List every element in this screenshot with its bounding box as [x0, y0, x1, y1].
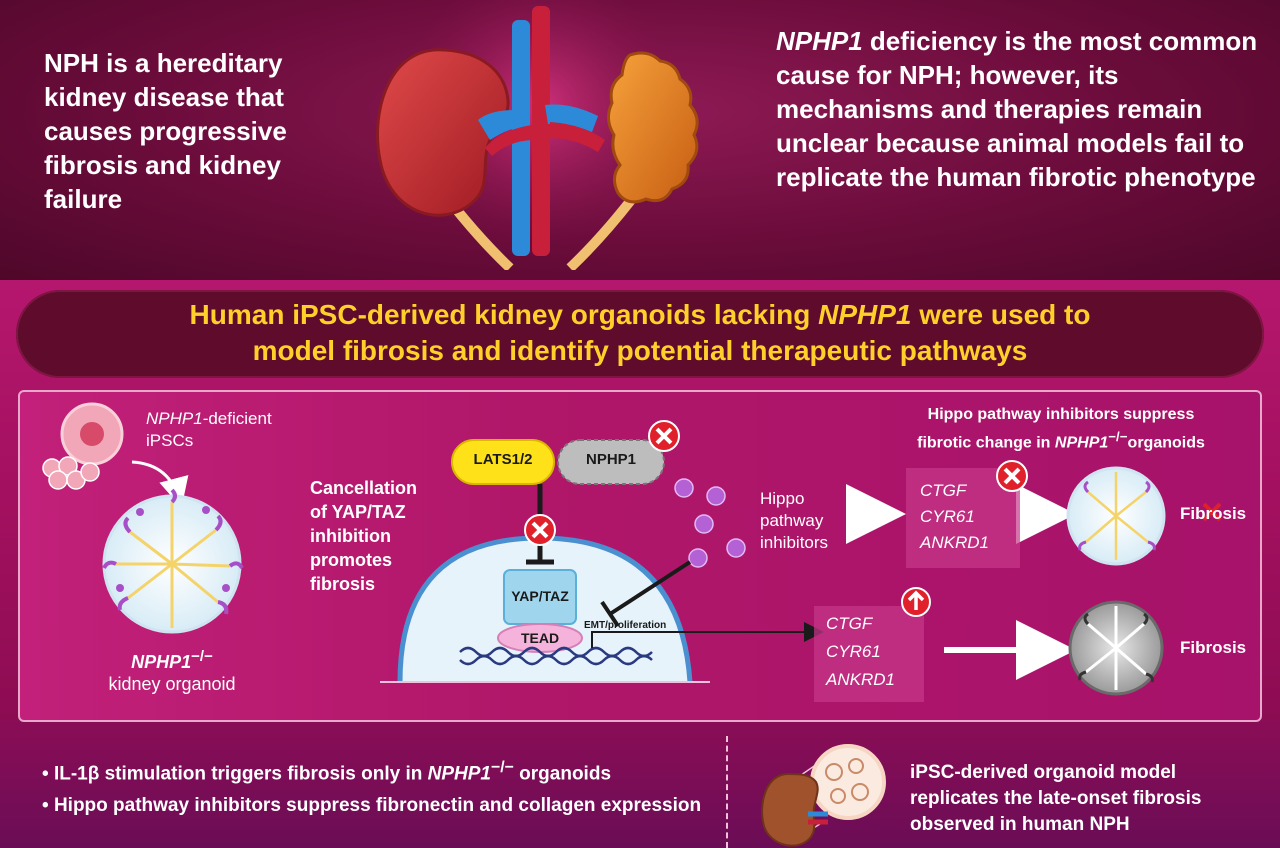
hippo-line: Hippo [760, 489, 805, 508]
fibrotic-kidney-icon [607, 51, 699, 204]
emt-label: EMT/proliferation [584, 620, 667, 631]
gene-item: ANKRD1 [826, 670, 895, 689]
mechanism-diagram [42, 402, 1222, 702]
intro-right-text: NPHP1 deficiency is the most common caus… [776, 24, 1266, 194]
suppress-title-end: organoids [1127, 434, 1205, 452]
findings-list: • IL-1β stimulation triggers fibrosis on… [42, 756, 712, 826]
banner-line-1-start: Human iPSC-derived kidney organoids lack… [189, 299, 819, 330]
cancellation-line: inhibition [310, 526, 391, 546]
emt-arrow [591, 622, 824, 648]
finding-2: Hippo pathway inhibitors suppress fibron… [53, 795, 702, 817]
fibrosis-label-top: Fibrosis [1180, 504, 1247, 523]
hippo-inhibitors-text: Hippo pathway inhibitors [760, 488, 828, 554]
suppress-title: Hippo pathway inhibitors suppress fibrot… [866, 404, 1256, 454]
gene-list-top: CTGF CYR61 ANKRD1 [920, 478, 989, 556]
banner-line-1: Human iPSC-derived kidney organoids lack… [16, 297, 1264, 333]
gene-name: NPHP1 [146, 409, 203, 428]
organoid-caption: NPHP1−/− kidney organoid [80, 646, 264, 695]
organoid-icon [102, 488, 244, 634]
gene-list-bottom: CTGF CYR61 ANKRD1 [826, 610, 895, 694]
gene-name: NPHP1 [1054, 434, 1109, 452]
gene-name: NPHP1 [131, 652, 192, 672]
study-banner: Human iPSC-derived kidney organoids lack… [16, 290, 1264, 378]
cancellation-line: promotes [310, 550, 393, 570]
kidney-icon [761, 772, 819, 847]
up-arrow-icon [901, 587, 931, 617]
bullet: • [42, 763, 49, 785]
gene-item: CYR61 [920, 507, 975, 526]
section-divider [726, 736, 728, 848]
x-mark-icon [524, 514, 556, 546]
ipsc-label: iPSCs [146, 431, 194, 450]
gene-item: CYR61 [826, 642, 881, 661]
lats-pill [451, 439, 555, 485]
gene-name: NPHP1 [427, 763, 491, 785]
gene-item: CTGF [826, 614, 873, 633]
x-mark-icon [996, 460, 1028, 492]
kidney-magnifier-illustration [761, 744, 886, 847]
x-mark-icon [648, 420, 680, 452]
lats-label: LATS1/2 [473, 451, 533, 468]
tead-label: TEAD [520, 630, 560, 646]
conclusion-text: iPSC-derived organoid model replicates t… [910, 762, 1202, 835]
ipsc-suffix: -deficient [202, 409, 272, 428]
hippo-line: pathway [760, 511, 824, 530]
magnifier-icon [810, 744, 886, 820]
banner-line-1-end: were used to [911, 299, 1091, 330]
suppress-title-start: fibrotic change in [917, 434, 1055, 452]
finding-1-start: IL-1β stimulation triggers fibrosis only… [53, 763, 428, 785]
x-mark-icon [1202, 502, 1222, 522]
cancellation-line: of YAP/TAZ [310, 502, 406, 522]
nphp1-label: NPHP1 [585, 451, 637, 468]
list-item: • Hippo pathway inhibitors suppress fibr… [42, 794, 712, 818]
mechanism-panel: NPHP1-deficient iPSCs NPHP1−/− kidney or… [18, 390, 1262, 722]
bottom-background [0, 720, 1280, 848]
aorta [532, 6, 550, 256]
dna-helix-icon [459, 646, 653, 666]
gene-item: ANKRD1 [920, 533, 989, 552]
finding-1-end: organoids [513, 763, 612, 785]
genotype-superscript: −/− [491, 759, 514, 776]
cancellation-text: Cancellation of YAP/TAZ inhibition promo… [310, 476, 417, 596]
yaptaz-label: YAP/TAZ [511, 588, 569, 604]
gene-name: NPHP1 [776, 26, 863, 56]
ipsc-cell-icon [42, 402, 124, 490]
banner-line-2: model fibrosis and identify potential th… [252, 335, 1028, 366]
kidneys-illustration [376, 0, 699, 270]
healthy-kidney-icon [376, 48, 510, 217]
hippo-line: inhibitors [760, 533, 829, 552]
gene-item: CTGF [920, 481, 967, 500]
nphp1-pill [557, 439, 665, 485]
fibrotic-organoid-icon [1068, 600, 1164, 696]
genotype-superscript: −/− [191, 648, 213, 665]
inhibition-arrow-icon [608, 560, 692, 616]
hippo-inhibitor-dots [674, 478, 746, 568]
bullet: • [42, 795, 49, 817]
genotype-superscript: −/− [1108, 429, 1128, 444]
banner-gene: NPHP1 [818, 299, 912, 330]
ipsc-caption: NPHP1-deficient iPSCs [146, 408, 272, 452]
suppress-title-line-2: fibrotic change in NPHP1−/−organoids [866, 426, 1256, 454]
suppress-title-line-1: Hippo pathway inhibitors suppress [927, 406, 1195, 423]
organoid-icon [1066, 466, 1166, 566]
intro-left-text: NPH is a hereditary kidney disease that … [44, 48, 287, 214]
fibrosis-label-bottom: Fibrosis [1180, 638, 1247, 657]
organoid-label: kidney organoid [108, 674, 236, 694]
cancellation-line: fibrosis [310, 574, 376, 594]
gene-box-bottom [814, 606, 924, 702]
list-item: • IL-1β stimulation triggers fibrosis on… [42, 756, 712, 786]
cancellation-line: Cancellation [310, 478, 418, 498]
intro-right-body: deficiency is the most common cause for … [776, 26, 1258, 192]
